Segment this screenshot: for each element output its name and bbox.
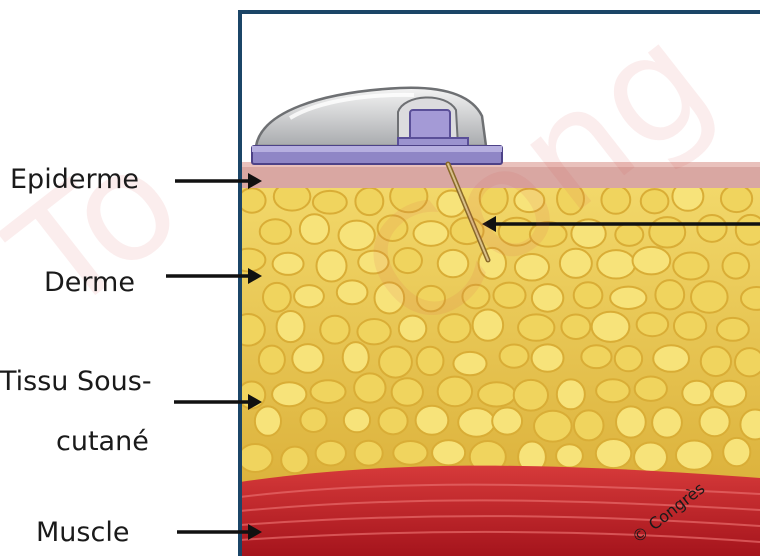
fat-cell [633,247,671,275]
fat-cell [653,345,689,372]
fat-cell [652,407,682,437]
fat-cell [713,381,747,407]
label-muscle: Muscle [36,516,129,550]
fat-cell [393,441,427,465]
fat-cell [292,344,323,373]
fat-cell [741,287,760,310]
fat-cell [592,312,630,342]
fat-cell [655,280,684,309]
fat-cell [272,382,306,406]
fat-cell [273,253,304,275]
fat-cell [458,408,495,437]
fat-cell [735,348,760,376]
fat-cell [478,382,515,406]
fat-cell [674,312,706,340]
fat-cell [355,441,383,466]
fat-cell [697,215,726,242]
fat-cell [492,408,522,435]
fat-cell [723,438,750,466]
fat-cell [615,346,642,371]
label-tissu-sous-cutane-line2: cutané [56,425,149,459]
fat-cell [238,188,265,212]
fat-cell [518,314,554,340]
fat-cell [277,311,305,342]
fat-cell [637,313,669,337]
pump-port [410,110,450,140]
fat-cell [597,250,635,278]
fat-cell [313,191,347,214]
fat-cell [691,281,728,312]
fat-cell [574,410,604,440]
fat-cell [557,379,585,409]
label-epiderme: Epiderme [10,163,139,197]
fat-cell [300,408,326,432]
fat-cell [343,342,369,372]
label-derme: Derme [44,266,135,300]
fat-cell [634,443,667,473]
fat-cell [532,344,564,371]
fat-cell [344,408,370,432]
fat-cell [354,373,385,402]
fat-cell [610,287,646,309]
fat-cell [238,444,272,472]
fat-cell [316,250,346,281]
fat-cell [574,282,603,308]
fat-cell [294,285,324,307]
fat-cell [263,283,291,312]
fat-cell [676,441,712,470]
fat-cell [259,346,285,374]
fat-cell [717,318,749,341]
fat-cell [635,377,667,401]
fat-cell [561,315,590,339]
fat-cell [615,223,643,245]
fat-cell [357,319,390,344]
fat-cell [581,345,611,368]
fat-cell [721,185,752,212]
fat-cell [673,252,708,279]
fat-cell [453,352,486,375]
fat-cell [500,344,529,367]
fat-cell [723,253,750,279]
fat-cell [736,215,760,245]
fat-cell [416,406,449,435]
fat-cell [232,249,265,272]
fat-cell [596,439,631,468]
fat-cell [616,406,646,437]
fat-cell [649,217,685,247]
fat-cell [682,381,711,405]
fat-cell [534,411,572,442]
fat-cell [320,316,349,344]
fat-cell [232,314,265,346]
fat-cell [260,219,291,244]
fat-cell [701,347,731,376]
fat-cell [432,440,465,465]
fat-cell [310,380,345,403]
fat-cell [379,408,408,435]
fat-cell [281,447,308,474]
fat-cell [556,444,583,467]
fat-cell [438,377,472,407]
fat-cell [255,406,281,435]
fat-cell [379,346,412,377]
fat-cell [514,380,548,411]
fat-cell [740,409,760,439]
fat-cell [337,280,368,304]
fat-cell [316,441,346,466]
fat-cell [300,214,329,244]
fat-cell [700,407,730,436]
label-tissu-sous-cutane-line1: Tissu Sous- [0,365,152,399]
fat-cell [596,379,630,402]
fat-cell [392,378,423,405]
